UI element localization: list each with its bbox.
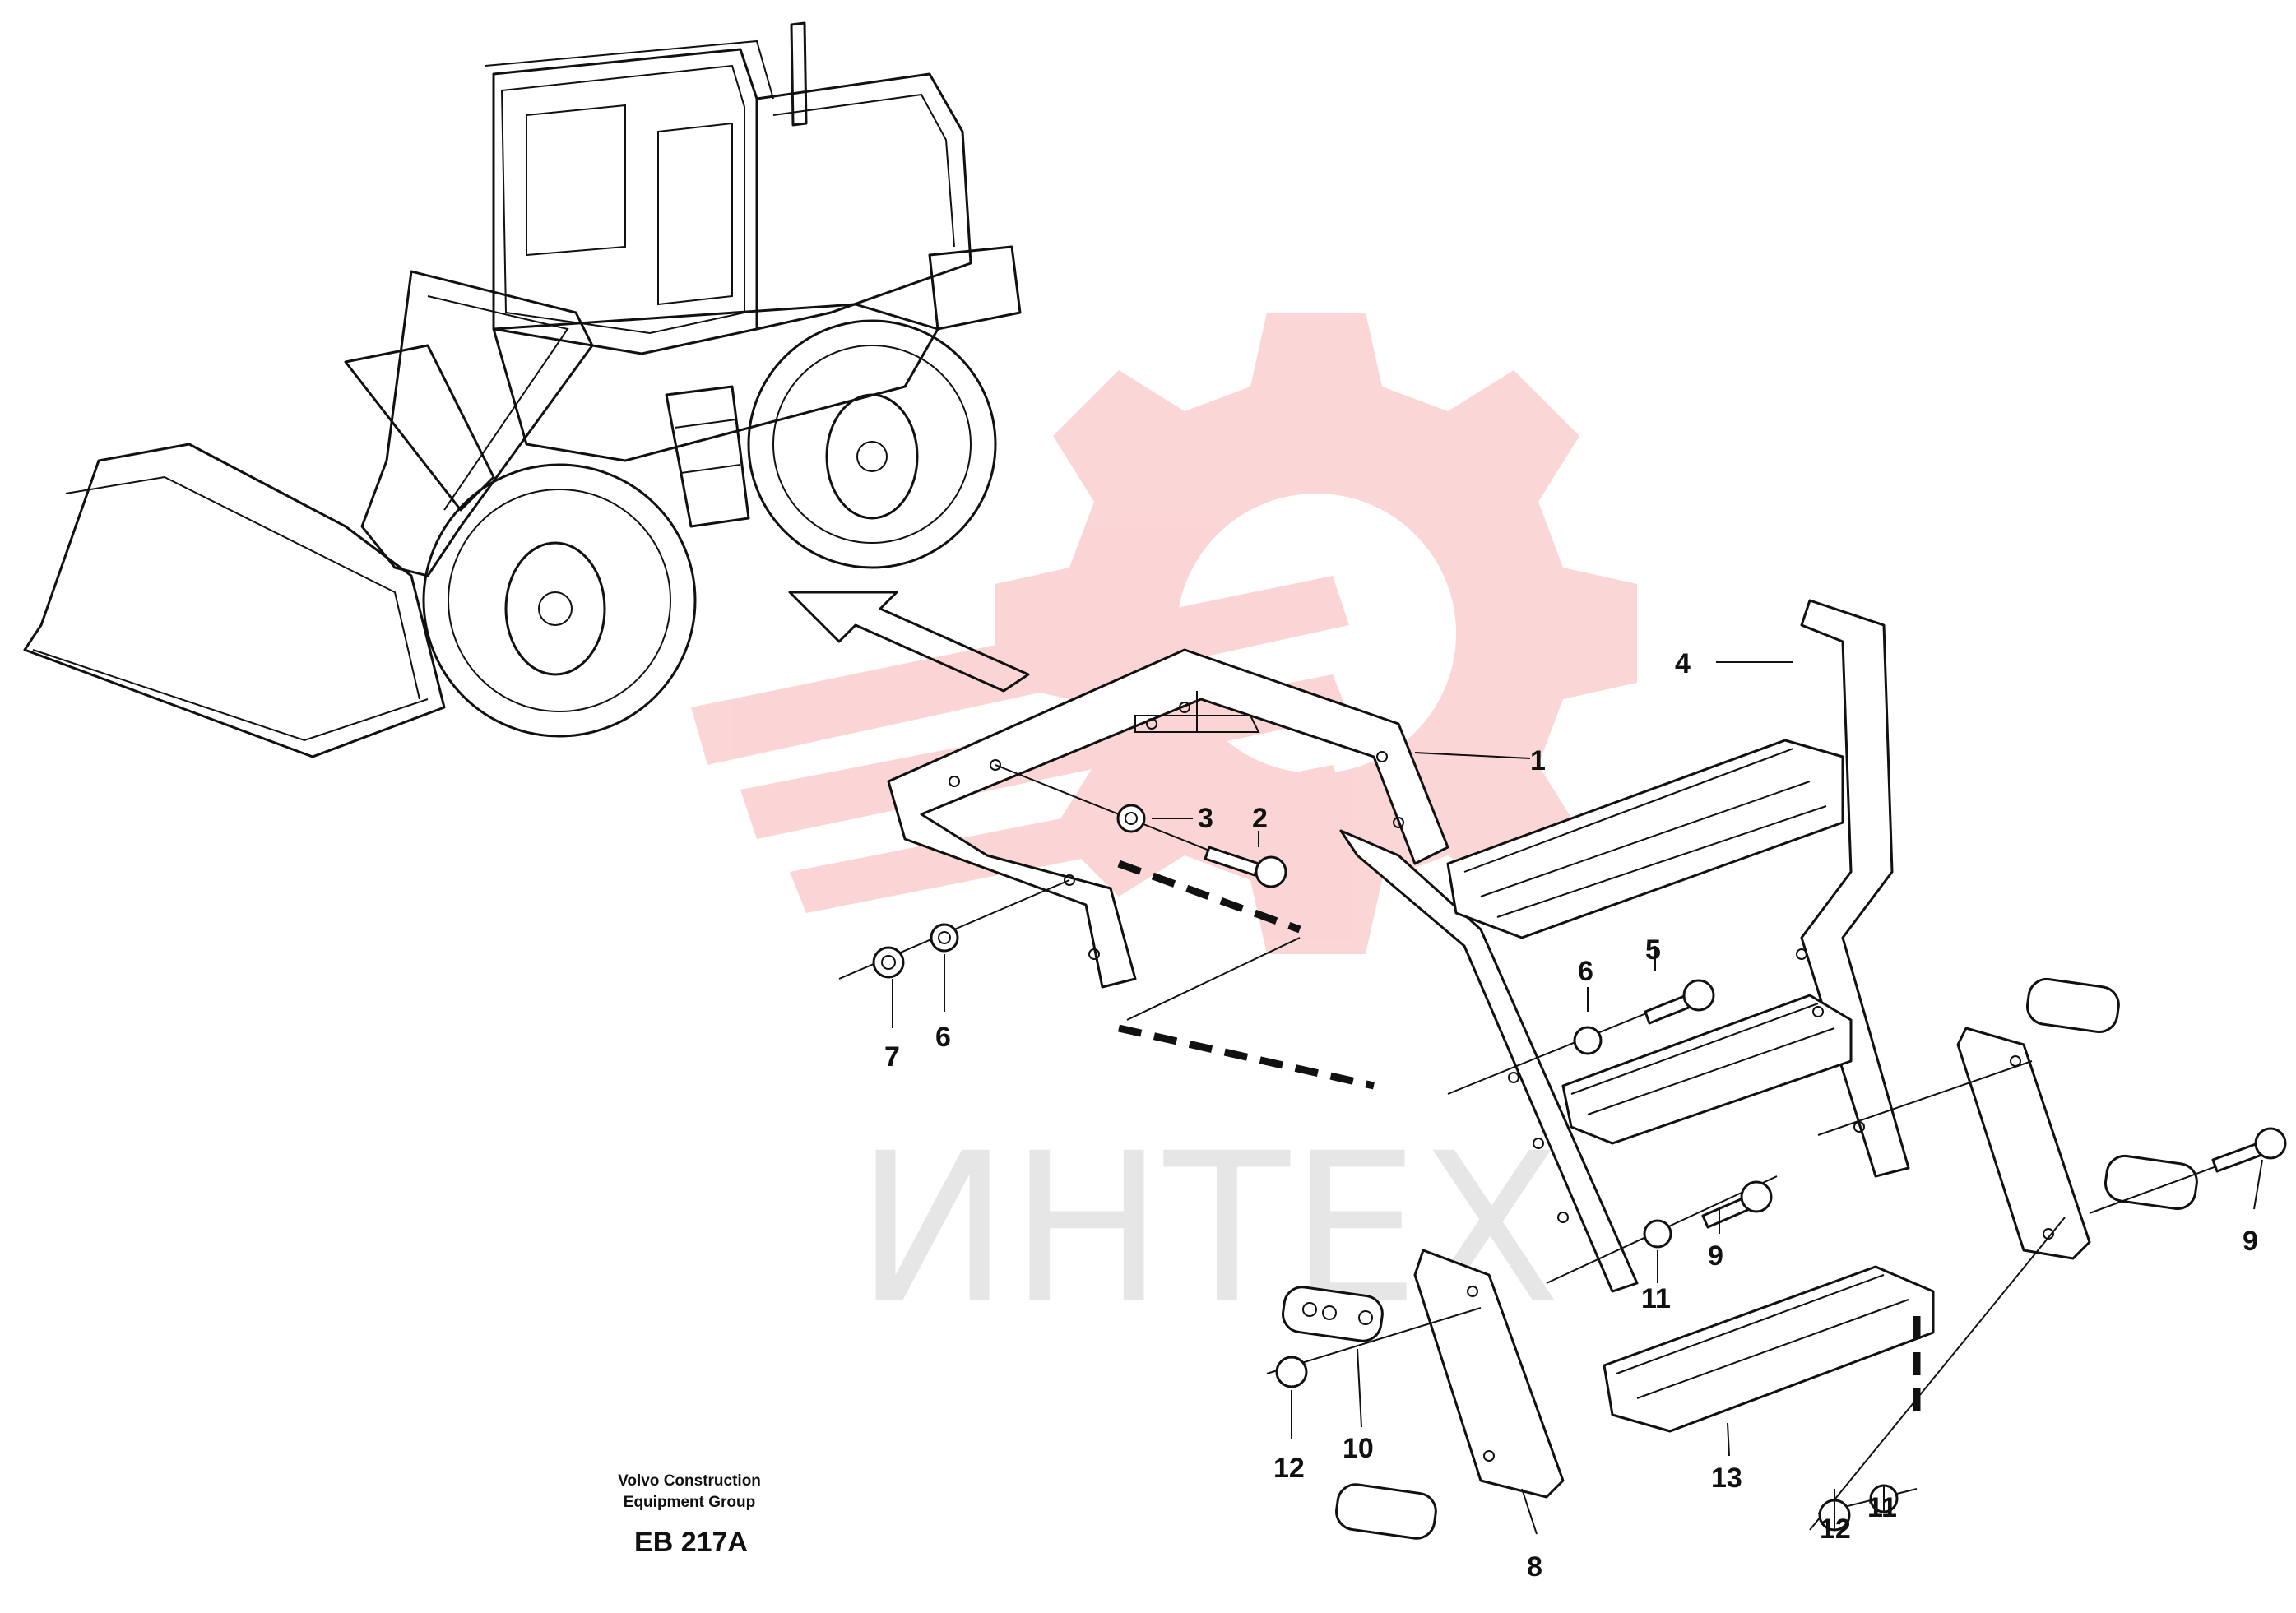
leader-lines <box>892 661 2263 1535</box>
callout-5: 5 <box>1645 934 1661 966</box>
callout-2: 2 <box>1252 803 1268 834</box>
callout-6-right: 6 <box>1578 956 1593 987</box>
callout-13: 13 <box>1711 1462 1742 1494</box>
part-step-frame <box>1339 599 1935 1433</box>
fastener-set-right <box>1266 979 2287 1532</box>
part-bracket <box>887 648 1449 1090</box>
credit-line-2: Equipment Group <box>624 1494 755 1511</box>
callout-9-center: 9 <box>1708 1240 1723 1272</box>
callout-7: 7 <box>884 1041 900 1073</box>
callout-3: 3 <box>1198 803 1213 834</box>
fastener-set-left <box>838 764 1287 980</box>
callout-12-left: 12 <box>1273 1453 1305 1484</box>
credit-line-1: Volvo Construction <box>618 1472 761 1490</box>
callout-11-lower: 11 <box>1867 1492 1897 1523</box>
callout-10: 10 <box>1343 1433 1374 1464</box>
callout-6-left: 6 <box>935 1022 951 1053</box>
callout-11-upper: 11 <box>1641 1283 1671 1314</box>
document-code: EB 217A <box>634 1527 748 1558</box>
callout-9-right: 9 <box>2243 1226 2258 1257</box>
callout-4: 4 <box>1675 648 1691 679</box>
title-block: Volvo Construction Equipment Group EB 21… <box>618 1472 761 1558</box>
callout-8: 8 <box>1527 1551 1542 1583</box>
callouts: 1 4 2 3 5 6 7 6 9 9 11 10 12 13 11 12 8 <box>884 648 2258 1583</box>
direction-arrow <box>788 591 1030 693</box>
part-mounting-plates <box>1282 977 2198 1540</box>
wheel-loader-illustration <box>23 21 1022 758</box>
callout-1: 1 <box>1530 745 1546 776</box>
callout-12-right: 12 <box>1820 1513 1851 1545</box>
